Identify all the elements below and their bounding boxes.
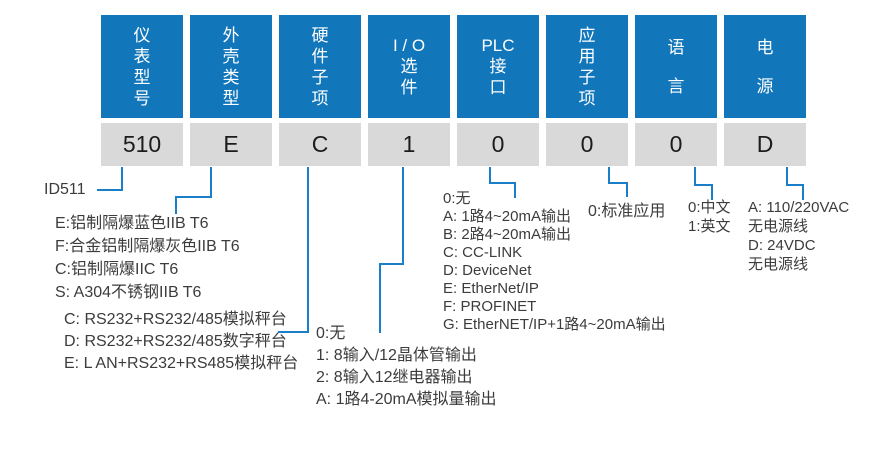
option-item: G: EtherNET/IP+1路4~20mA输出 xyxy=(443,316,666,333)
code-cell-io-option: 1 xyxy=(368,123,450,166)
header-line: 电 xyxy=(756,37,774,57)
hardware-options-list: C: RS232+RS232/485模拟秤台 D: RS232+RS232/48… xyxy=(64,309,298,375)
io-options-list: 0:无 1: 8输入/12晶体管输出 2: 8输入12继电器输出 A: 1路4-… xyxy=(316,323,497,411)
language-options-list: 0:中文 1:英文 xyxy=(688,198,731,236)
header-line: 项 xyxy=(578,88,596,108)
header-line: 件 xyxy=(400,78,418,97)
option-item: D: RS232+RS232/485数字秤台 xyxy=(64,333,287,350)
option-item: S: A304不锈钢IIB T6 xyxy=(55,284,202,301)
connector-line xyxy=(379,263,381,333)
header-line: 壳 xyxy=(222,46,240,66)
header-line: 号 xyxy=(133,88,151,108)
connector-line xyxy=(514,182,516,198)
connector-line xyxy=(489,167,491,184)
header-hardware-subitem: 硬 件 子 项 xyxy=(279,15,361,118)
header-plc-interface: PLC 接 口 xyxy=(457,15,539,118)
option-item: A: 1路4-20mA模拟量输出 xyxy=(316,391,497,408)
connector-line xyxy=(210,167,212,198)
code-cell-enclosure-type: E xyxy=(190,123,272,166)
option-item: 0:中文 xyxy=(688,199,731,216)
option-item: D: 24VDC xyxy=(748,237,816,254)
connector-line xyxy=(694,167,696,186)
header-line: 件 xyxy=(311,46,329,66)
header-line: 应 xyxy=(578,25,596,45)
header-line: 硬 xyxy=(311,25,329,45)
code-cell-hardware-subitem: C xyxy=(279,123,361,166)
option-item: C: CC-LINK xyxy=(443,244,523,261)
connector-line xyxy=(402,167,404,265)
option-item: 0:无 xyxy=(443,190,471,207)
option-item: 0:标准应用 xyxy=(588,203,666,220)
connector-line xyxy=(121,167,123,191)
header-line: I / O xyxy=(392,36,426,55)
option-item: D: DeviceNet xyxy=(443,262,532,279)
header-line: 言 xyxy=(667,76,685,96)
option-item: F: PROFINET xyxy=(443,298,537,315)
connector-line xyxy=(802,184,804,200)
code-cell-language: 0 xyxy=(635,123,717,166)
header-line: 子 xyxy=(578,67,596,87)
option-item: A: 1路4~20mA输出 xyxy=(443,208,571,225)
option-item: 0:无 xyxy=(316,325,346,342)
model-id-label: ID511 xyxy=(44,181,86,198)
header-line: 子 xyxy=(311,67,329,87)
option-item: E: EtherNet/IP xyxy=(443,280,539,297)
connector-line xyxy=(786,167,788,186)
option-item: 1: 8输入/12晶体管输出 xyxy=(316,347,477,364)
header-line: 项 xyxy=(311,88,329,108)
connector-line xyxy=(608,167,610,184)
power-options-list: A: 110/220VAC 无电源线 D: 24VDC 无电源线 xyxy=(748,198,849,274)
header-line: PLC xyxy=(481,36,515,55)
option-item: C: RS232+RS232/485模拟秤台 xyxy=(64,311,287,328)
header-line: 仪 xyxy=(133,25,151,45)
connector-line xyxy=(608,182,628,184)
code-cell-application-subitem: 0 xyxy=(546,123,628,166)
header-instrument-model: 仪 表 型 号 xyxy=(101,15,183,118)
application-options-list: 0:标准应用 xyxy=(588,202,665,221)
option-item: F:合金铝制隔爆灰色IIB T6 xyxy=(55,238,240,255)
option-item: 无电源线 xyxy=(748,218,809,235)
option-item: 1:英文 xyxy=(688,218,731,235)
connector-line xyxy=(379,263,404,265)
code-cell-power-supply: D xyxy=(724,123,806,166)
header-line: 表 xyxy=(133,46,151,66)
header-line: 用 xyxy=(578,46,596,66)
header-language: 语 言 xyxy=(635,15,717,118)
header-application-subitem: 应 用 子 项 xyxy=(546,15,628,118)
connector-line xyxy=(97,189,123,191)
connector-line xyxy=(278,331,309,333)
header-line: 语 xyxy=(667,37,685,57)
header-line: 源 xyxy=(756,76,774,96)
header-io-option: I / O 选 件 xyxy=(368,15,450,118)
connector-line xyxy=(175,196,177,214)
header-power-supply: 电 源 xyxy=(724,15,806,118)
option-item: E:铝制隔爆蓝色IIB T6 xyxy=(55,215,209,232)
connector-line xyxy=(786,184,804,186)
connector-line xyxy=(694,184,713,186)
option-item: C:铝制隔爆IIC T6 xyxy=(55,261,179,278)
header-line: 型 xyxy=(222,88,240,108)
header-line: 接 xyxy=(489,57,507,76)
plc-options-list: 0:无 A: 1路4~20mA输出 B: 2路4~20mA输出 C: CC-LI… xyxy=(443,190,666,334)
option-item: B: 2路4~20mA输出 xyxy=(443,226,571,243)
connector-line xyxy=(711,184,713,200)
connector-line xyxy=(175,196,212,198)
header-line: 型 xyxy=(133,67,151,87)
option-item: 无电源线 xyxy=(748,256,809,273)
header-enclosure-type: 外 壳 类 型 xyxy=(190,15,272,118)
connector-line xyxy=(626,182,628,197)
option-item: E: L AN+RS232+RS485模拟秤台 xyxy=(64,355,299,372)
connector-line xyxy=(307,167,309,333)
code-cell-instrument-model: 510 xyxy=(101,123,183,166)
header-line: 选 xyxy=(400,57,418,76)
option-item: 2: 8输入12继电器输出 xyxy=(316,369,473,386)
option-item: A: 110/220VAC xyxy=(748,199,850,216)
header-line: 外 xyxy=(222,25,240,45)
connector-line xyxy=(489,182,516,184)
header-line: 类 xyxy=(222,67,240,87)
header-line: 口 xyxy=(489,78,507,97)
code-cell-plc-interface: 0 xyxy=(457,123,539,166)
enclosure-options-list: E:铝制隔爆蓝色IIB T6 F:合金铝制隔爆灰色IIB T6 C:铝制隔爆II… xyxy=(55,212,240,304)
